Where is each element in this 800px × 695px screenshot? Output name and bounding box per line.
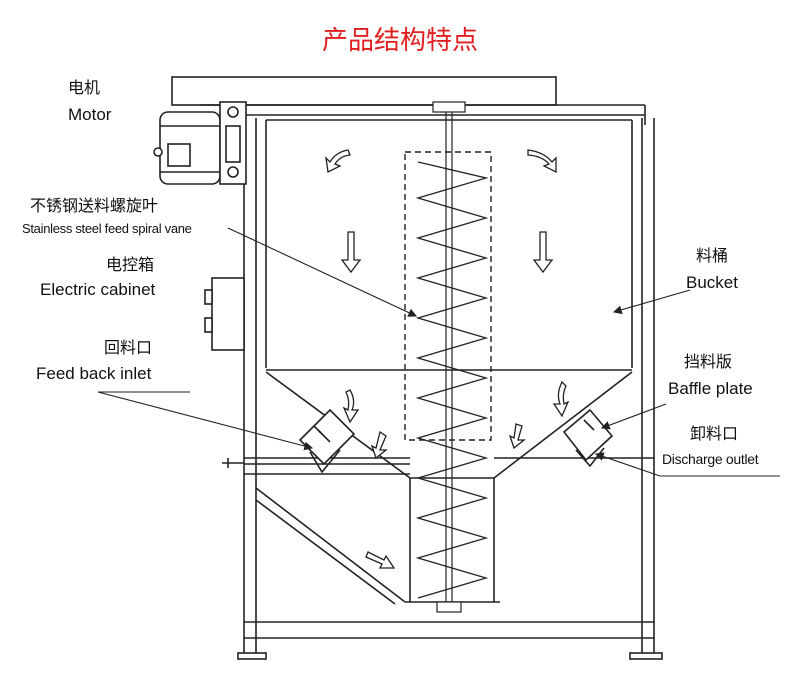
flow-arrow-cone-right2	[508, 423, 526, 450]
baffle-label-en: Baffle plate	[668, 379, 753, 398]
flow-arrow-down-left	[340, 231, 362, 274]
feedback-label-en: Feed back inlet	[36, 364, 152, 383]
flow-arrow-cone-left	[342, 389, 360, 424]
bucket-label-zh: 料桶	[696, 246, 729, 265]
leader-baffle	[600, 403, 667, 430]
electric-cabinet-icon	[204, 277, 245, 351]
flow-arrow-curve-tl	[325, 149, 351, 173]
flow-arrow-down-right	[532, 231, 554, 274]
discharge-label-en: Discharge outlet	[662, 451, 759, 467]
leader-feedback	[97, 391, 314, 451]
motor-icon	[153, 101, 247, 185]
motor-label-en: Motor	[68, 105, 112, 124]
feed-back-inlet-icon	[298, 408, 356, 474]
vane-label-zh: 不锈钢送料螺旋叶	[30, 196, 159, 215]
feedback-label-zh: 回料口	[104, 338, 153, 357]
leader-discharge	[594, 452, 661, 477]
flow-arrow-curve-tr	[527, 149, 557, 174]
spiral-vane	[415, 161, 489, 599]
bucket-label-en: Bucket	[686, 273, 738, 292]
flow-arrow-cone-right	[552, 380, 570, 418]
baffle-label-zh: 挡料版	[684, 352, 733, 371]
flow-arrow-cone-left2	[370, 430, 388, 460]
feed-tube	[404, 151, 492, 441]
discharge-label-zh: 卸料口	[690, 424, 739, 443]
cabinet-label-zh: 电控箱	[106, 255, 155, 274]
vane-label-en: Stainless steel feed spiral vane	[22, 221, 192, 236]
page-title: 产品结构特点	[321, 26, 478, 56]
flow-arrow-lower	[365, 551, 396, 569]
leader-vane	[227, 227, 417, 317]
drive-shaft	[432, 101, 466, 613]
flow-arrows	[325, 149, 570, 569]
top-cover	[171, 76, 557, 106]
leader-bucket	[612, 289, 691, 315]
motor-label-zh: 电机	[68, 78, 101, 97]
cabinet-label-en: Electric cabinet	[40, 280, 156, 299]
